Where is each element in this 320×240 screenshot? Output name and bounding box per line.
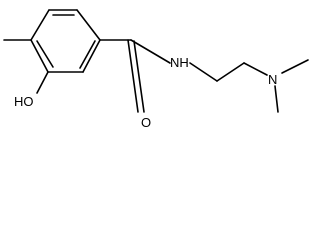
carbonyl-oxygen-label: O bbox=[141, 115, 151, 130]
amide-nitrogen-label: NH bbox=[170, 55, 189, 70]
ethyl-bond bbox=[216, 62, 245, 82]
carbonyl-double-bond-a bbox=[127, 39, 139, 113]
ethyl-to-amine-bond bbox=[243, 62, 268, 76]
n-methyl-upper-bond bbox=[281, 59, 309, 74]
ring-bond-bottom-left-inner bbox=[36, 40, 54, 68]
hydroxyl-label: HO bbox=[14, 94, 34, 109]
carbonyl-double-bond-b bbox=[133, 40, 145, 113]
carbonyl-to-amide-bond bbox=[130, 39, 171, 64]
ring-bond-top-left bbox=[30, 9, 50, 41]
ring-bond-top-right bbox=[76, 9, 101, 41]
amide-to-ethyl-bond bbox=[189, 62, 218, 82]
ring-bond-right-inner bbox=[79, 40, 96, 69]
hydroxyl-bond bbox=[36, 71, 49, 94]
n-methyl-lower-bond bbox=[274, 85, 279, 113]
ring-bond-bottom-left bbox=[30, 39, 49, 73]
chemical-structure: HO O NH N bbox=[3, 9, 309, 130]
ring-bond-right bbox=[82, 39, 101, 73]
amine-nitrogen-label: N bbox=[268, 72, 277, 87]
